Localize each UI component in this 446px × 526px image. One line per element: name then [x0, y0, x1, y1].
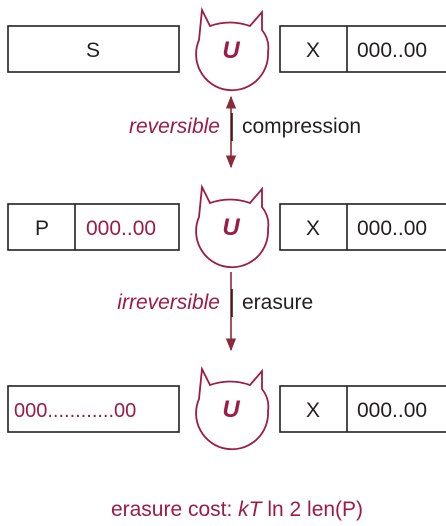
work-tape-box [279, 203, 446, 251]
cost-kt: kT [238, 498, 264, 521]
freed-zeros: 000..00 [86, 217, 156, 240]
machine-cat-icon: U [195, 6, 270, 92]
erasure-label: erasure [242, 291, 313, 314]
step-compression: reversible compression [129, 95, 361, 169]
step-erasure: irreversible erasure [117, 272, 313, 352]
irreversible-label: irreversible [117, 291, 220, 314]
work-tape-x: X [306, 217, 320, 240]
erased-zeros: 000............00 [14, 400, 136, 422]
row-1: S U X 000..00 [7, 6, 446, 92]
work-tape-x: X [306, 399, 320, 422]
work-tape-zeros: 000..00 [357, 39, 427, 62]
reversible-label: reversible [129, 115, 220, 138]
machine-label: U [222, 214, 240, 241]
row-2: P 000..00 U X 000..00 [7, 183, 446, 269]
source-tape-box [7, 25, 180, 73]
compressed-tape-box [7, 203, 180, 251]
compression-label: compression [242, 115, 361, 138]
source-label: S [86, 39, 100, 62]
machine-label: U [222, 37, 240, 64]
erasure-cost-formula: erasure cost: kT ln 2 len(P) [111, 498, 363, 521]
machine-cat-icon: U [195, 365, 270, 451]
cost-prefix: erasure cost: [111, 498, 238, 521]
work-tape-box [279, 385, 446, 433]
work-tape-zeros: 000..00 [357, 217, 427, 240]
erased-tape-box [7, 385, 180, 433]
program-label: P [35, 217, 49, 240]
row-3: 000............00 U X 000..00 [7, 365, 446, 451]
work-tape-zeros: 000..00 [357, 399, 427, 422]
work-tape-box [279, 25, 446, 73]
work-tape-x: X [306, 39, 320, 62]
machine-label: U [222, 396, 240, 423]
cost-rest: ln 2 len(P) [262, 498, 364, 521]
machine-cat-icon: U [195, 183, 270, 269]
